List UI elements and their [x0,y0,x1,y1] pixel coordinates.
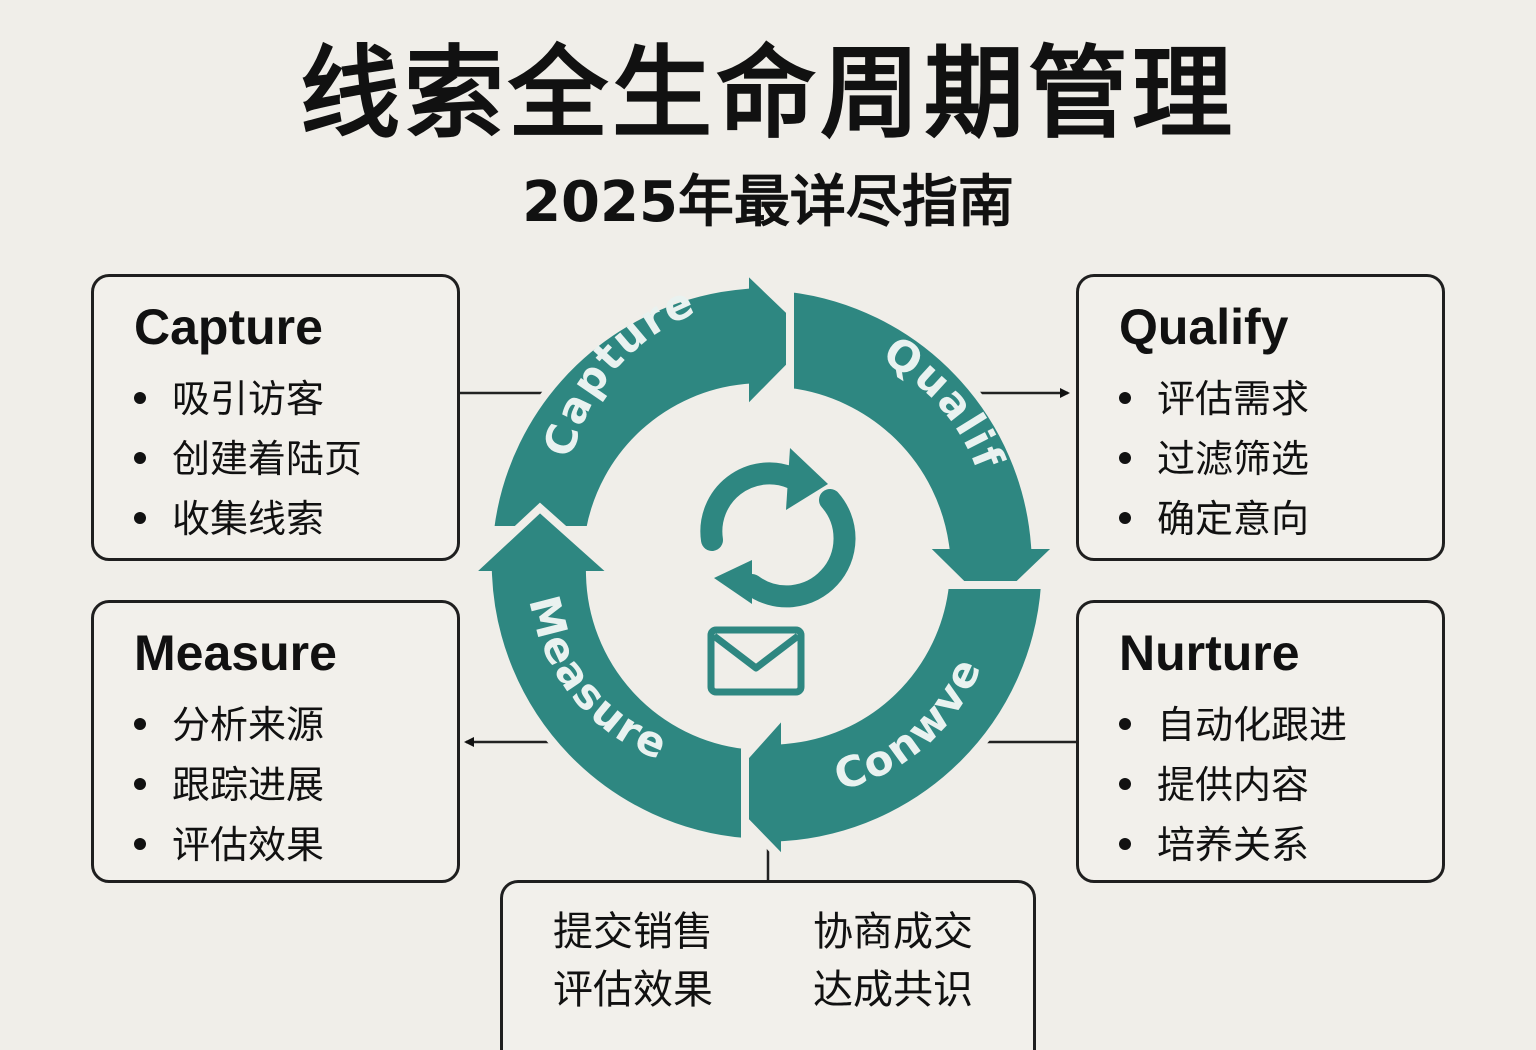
card-convert: 提交销售 评估效果 协商成交 达成共识 [500,880,1036,1050]
bullet-icon [134,777,146,790]
convert-right-column: 协商成交 达成共识 [813,903,973,1019]
list-item-text: 吸引访客 [172,377,325,421]
bullet-icon [134,391,146,404]
bullet-icon [1119,391,1131,404]
list-item: 收集线索 [134,489,362,549]
envelope-icon [707,626,805,696]
card-nurture: Nurture 自动化跟进 提供内容 培养关系 [1076,600,1445,883]
list-item: 自动化跟进 [1119,695,1347,755]
bullet-icon [134,837,146,850]
bullet-icon [1119,451,1131,464]
list-item-text: 自动化跟进 [1157,703,1348,747]
cycle-ring [457,258,1070,872]
card-measure: Measure 分析来源 跟踪进展 评估效果 [91,600,460,883]
bullet-icon [134,451,146,464]
bullet-list: 吸引访客 创建着陆页 收集线索 [134,369,362,549]
convert-item: 提交销售 [553,909,713,955]
refresh-icon [700,462,856,608]
list-item-text: 培养关系 [1157,823,1310,867]
list-item-text: 提供内容 [1157,763,1310,807]
cycle-arrow-qualify [786,283,1070,618]
card-title: Measure [134,625,337,681]
convert-item: 协商成交 [813,909,973,955]
bullet-list: 评估需求 过滤筛选 确定意向 [1119,369,1309,549]
list-item-text: 收集线索 [172,497,325,541]
list-item: 培养关系 [1119,815,1347,875]
list-item: 过滤筛选 [1119,429,1309,489]
list-item-text: 评估效果 [172,823,325,867]
list-item: 创建着陆页 [134,429,362,489]
list-item-text: 跟踪进展 [172,763,325,807]
list-item: 确定意向 [1119,489,1309,549]
convert-item: 评估效果 [553,967,713,1013]
refresh-arrowhead-bottom [714,560,752,604]
bullet-list: 自动化跟进 提供内容 培养关系 [1119,695,1347,875]
page-title: 线索全生命周期管理 [300,35,1236,152]
bullet-list: 分析来源 跟踪进展 评估效果 [134,695,324,875]
refresh-arrowhead-top [786,448,828,510]
convert-left-column: 提交销售 评估效果 [553,903,713,1019]
cycle-arrow-convert [709,581,1050,872]
list-item-text: 评估需求 [1157,377,1310,421]
list-item-text: 分析来源 [172,703,325,747]
cycle-arrow-measure [457,502,749,847]
list-item-text: 创建着陆页 [172,437,363,481]
list-item: 提供内容 [1119,755,1347,815]
list-item-text: 过滤筛选 [1157,437,1310,481]
page-subtitle: 2025年最详尽指南 [522,170,1014,235]
list-item-text: 确定意向 [1157,497,1310,541]
cycle-arrow-capture [485,258,824,534]
list-item: 吸引访客 [134,369,362,429]
card-capture: Capture 吸引访客 创建着陆页 收集线索 [91,274,460,561]
card-title: Qualify [1119,299,1289,355]
list-item: 分析来源 [134,695,324,755]
bullet-icon [1119,777,1131,790]
card-title: Nurture [1119,625,1300,681]
bullet-icon [1119,511,1131,524]
bullet-icon [1119,717,1131,730]
bullet-icon [134,511,146,524]
convert-item: 达成共识 [813,967,973,1013]
card-qualify: Qualify 评估需求 过滤筛选 确定意向 [1076,274,1445,561]
list-item: 跟踪进展 [134,755,324,815]
list-item: 评估需求 [1119,369,1309,429]
card-title: Capture [134,299,323,355]
bullet-icon [1119,837,1131,850]
bullet-icon [134,717,146,730]
list-item: 评估效果 [134,815,324,875]
